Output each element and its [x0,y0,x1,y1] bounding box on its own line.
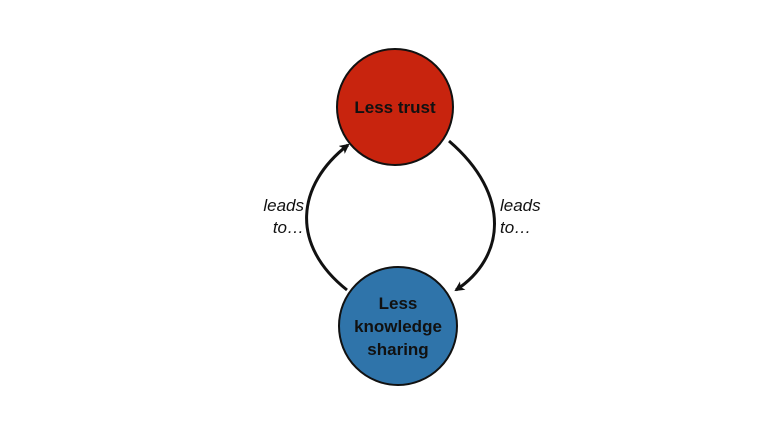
node-less-trust-label: Less trust [354,97,436,117]
edge-bottom-to-top-arrow [305,143,350,292]
edge-label-bottom-to-top: leads to… [263,196,304,237]
node-less-trust: Less trust [336,48,454,166]
node-less-knowledge-sharing: Less knowledge sharing [338,266,458,386]
edge-top-to-bottom-arrow [448,139,496,292]
node-less-knowledge-sharing-label: Less knowledge sharing [354,293,442,359]
edge-label-top-to-bottom: leads to… [500,196,541,237]
